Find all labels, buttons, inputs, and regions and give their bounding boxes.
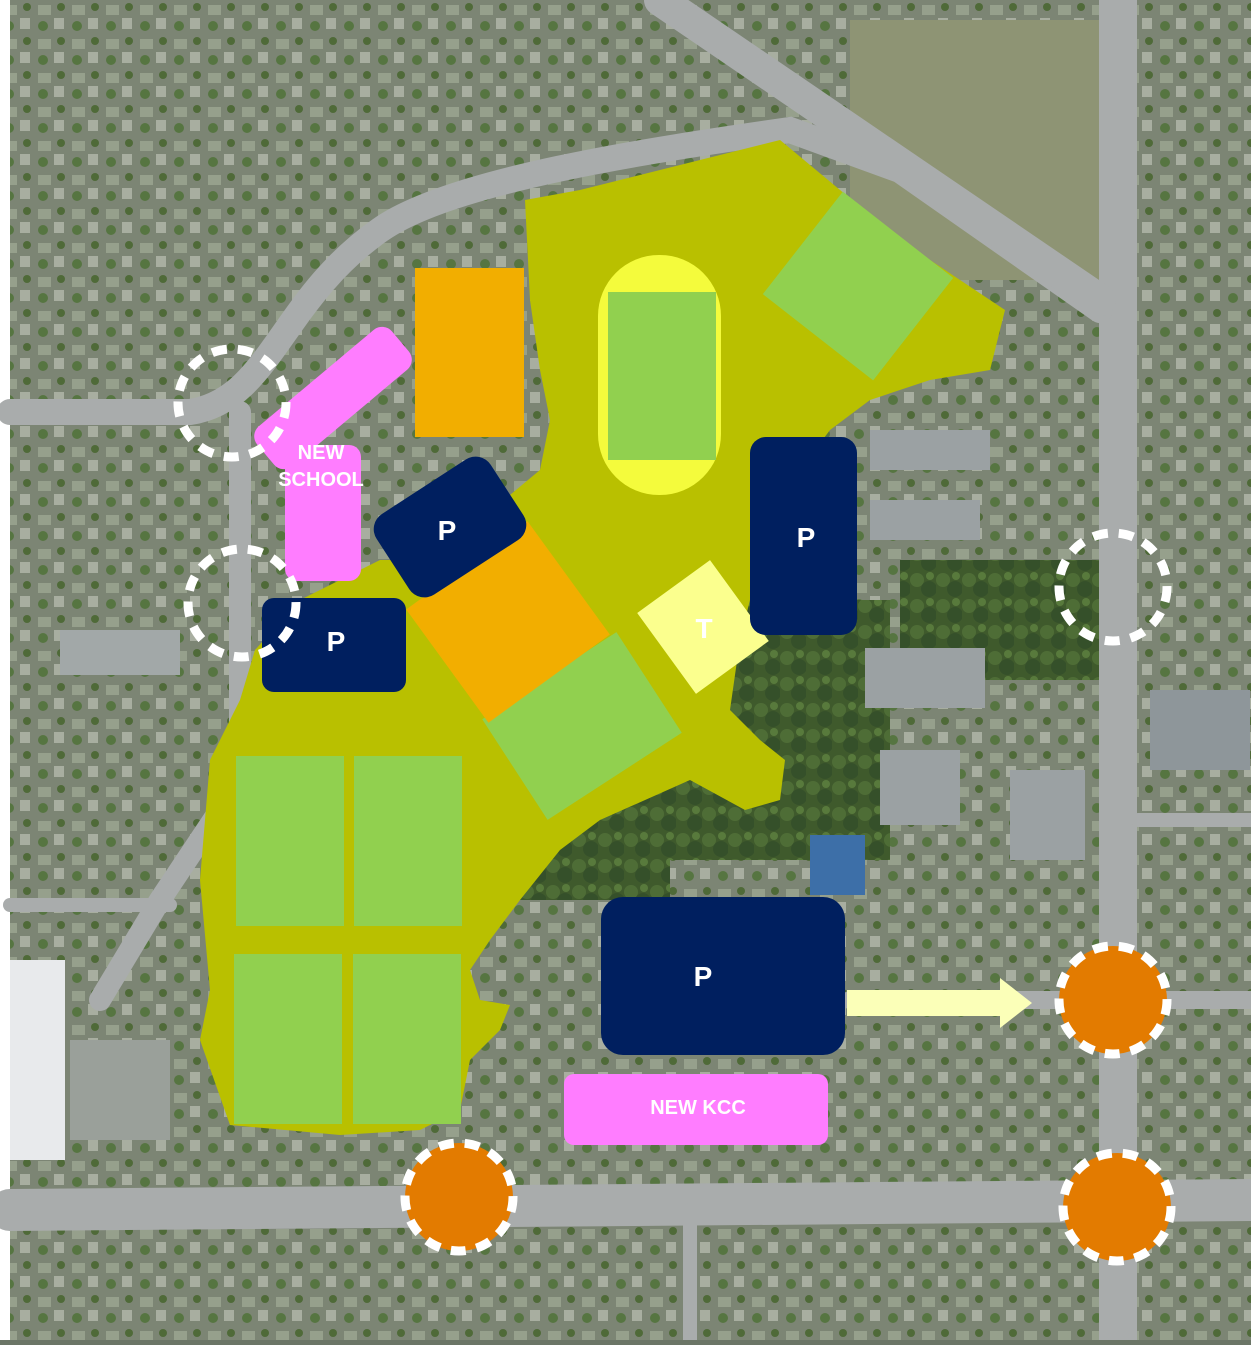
parking-lot-west-label: P	[327, 626, 346, 657]
orange-building-north	[415, 268, 524, 437]
large-roof-building	[10, 960, 65, 1160]
parking-lot-south	[601, 897, 845, 1055]
parking-lot-west	[262, 598, 406, 692]
road-diagonal-highway	[644, 0, 1116, 316]
new-kcc-label: NEW KCC	[650, 1097, 746, 1119]
tennis-label: T	[695, 613, 712, 644]
new-school-wing	[254, 326, 412, 470]
apartment-building-1	[870, 430, 990, 470]
new-school-label-line1: NEW	[298, 442, 345, 464]
orange-dashed-circle-icon	[1054, 941, 1172, 1059]
existing-tennis-courts	[810, 835, 865, 895]
road-west-street	[89, 401, 251, 1011]
parking-lot-east	[750, 437, 857, 635]
commercial-building	[70, 1040, 170, 1140]
residential-building-west	[60, 630, 180, 675]
apartment-building-2	[870, 500, 980, 540]
dashed-circle-icon	[1054, 528, 1172, 646]
sports-field-northeast	[762, 191, 954, 381]
sports-field-southwest-4	[353, 954, 461, 1124]
arrow-right-icon	[847, 978, 1032, 1028]
parking-lot-east-label: P	[797, 522, 816, 553]
commercial-building-east	[1150, 690, 1250, 770]
orange-building-central	[406, 521, 610, 723]
road-north-curve	[0, 116, 1113, 425]
new-school-building	[285, 445, 361, 581]
sports-field-southwest-1	[236, 756, 344, 926]
dashed-circle-icon	[173, 344, 291, 462]
parking-lot-north-label: P	[438, 515, 457, 546]
new-kcc-building	[564, 1074, 828, 1145]
parking-lot-south-label: P	[694, 961, 713, 992]
tennis-area	[637, 560, 769, 694]
left-margin	[0, 0, 10, 1340]
sports-field-southwest-2	[354, 756, 462, 926]
new-school-label-line2: SCHOOL	[278, 469, 364, 491]
orange-dashed-circle-icon	[400, 1138, 518, 1256]
road-south-main	[0, 1179, 1251, 1231]
orange-dashed-circle-icon	[1058, 1148, 1176, 1266]
apartment-building-5	[1010, 770, 1085, 860]
track-infield	[608, 292, 716, 460]
apartment-building-4	[880, 750, 960, 825]
access-arrow	[847, 978, 1032, 1028]
sports-field-central	[482, 632, 682, 820]
dashed-circle-icon	[183, 544, 301, 662]
sports-field-southwest-3	[234, 954, 342, 1124]
parking-lot-north	[373, 456, 527, 598]
apartment-building-3	[865, 648, 985, 708]
